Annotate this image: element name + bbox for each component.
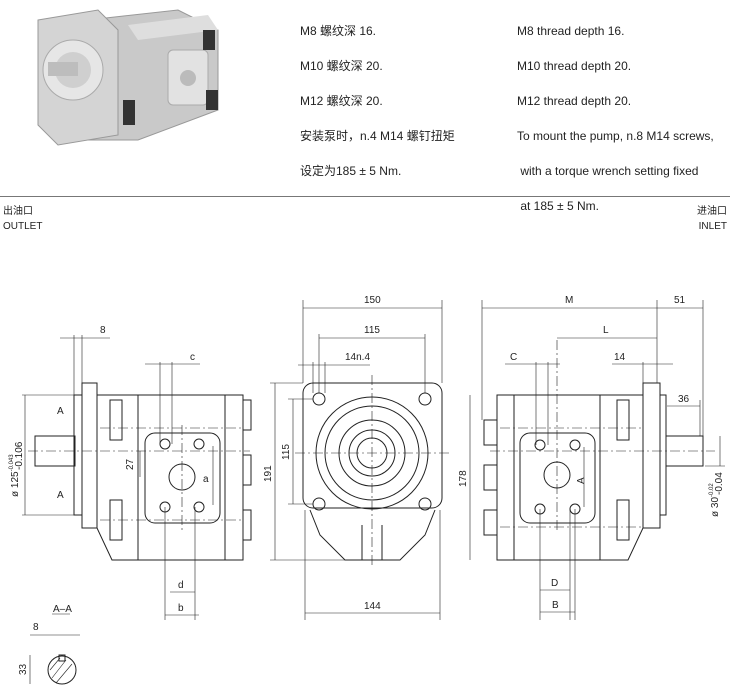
dim-150: 150 xyxy=(364,295,381,306)
shaft-tol-lower: -0.04 xyxy=(714,472,725,495)
front-view: 150 115 14n.4 191 115 144 xyxy=(263,295,450,620)
dim-A: A xyxy=(576,477,587,484)
shaft-tol-upper: -0.02 xyxy=(709,483,715,497)
divider xyxy=(0,196,730,197)
note-line: M8 thread depth 16. xyxy=(517,23,625,38)
note-line: with a torque wrench setting fixed xyxy=(517,163,699,178)
notes-english: M8 thread depth 16. M10 thread depth 20.… xyxy=(517,5,714,233)
dim-27: 27 xyxy=(125,458,136,470)
notes-chinese: M8 螺纹深 16. M10 螺纹深 20. M12 螺纹深 20. 安装泵时，… xyxy=(300,5,455,198)
note-line: at 185 ± 5 Nm. xyxy=(517,198,599,213)
note-line: M12 thread depth 20. xyxy=(517,93,632,108)
dim-36: 36 xyxy=(678,394,690,405)
section-title: A–A xyxy=(53,604,72,615)
dim-14: 14 xyxy=(614,352,626,363)
dim-d: d xyxy=(178,580,184,591)
dim-115-vertical: 115 xyxy=(281,444,292,460)
dim-51: 51 xyxy=(674,295,686,306)
pilot-tol-upper: -0.043 xyxy=(9,454,15,472)
dim-pilot-diameter: ø 125-0.043 xyxy=(9,454,21,497)
outlet-cn: 出油口 xyxy=(3,206,33,217)
inlet-en: INLET xyxy=(698,221,727,232)
note-line: M12 螺纹深 20. xyxy=(300,93,383,108)
note-line: 安装泵时，n.4 M14 螺钉扭矩 xyxy=(300,128,455,143)
dim-L: L xyxy=(603,325,609,336)
dim-115-horizontal: 115 xyxy=(364,325,380,336)
section-mark-bottom: A xyxy=(57,490,64,501)
dim-a: a xyxy=(203,474,209,485)
dim-c: c xyxy=(190,352,195,363)
dim-178: 178 xyxy=(458,470,469,487)
note-line: M10 thread depth 20. xyxy=(517,58,632,73)
dim-B: B xyxy=(552,600,559,611)
note-line: To mount the pump, n.8 M14 screws, xyxy=(517,128,714,143)
note-line: M10 螺纹深 20. xyxy=(300,58,383,73)
dim-flange-thickness: 8 xyxy=(100,325,106,336)
dim-b: b xyxy=(178,603,184,614)
note-line: 设定为185 ± 5 Nm. xyxy=(300,163,402,178)
inlet-cn: 进油口 xyxy=(697,206,727,217)
inlet-label: 进油口 INLET xyxy=(697,204,727,234)
left-view: 8 c d b a 27 ø 125-0.043 -0.106 A A xyxy=(9,325,252,620)
dim-144: 144 xyxy=(364,601,381,612)
dim-shaft-diameter: ø 30-0.02 xyxy=(709,483,721,517)
pump-3d-render xyxy=(28,0,228,150)
pilot-dia-value: ø 125 xyxy=(10,471,21,497)
pilot-tol-lower: -0.106 xyxy=(14,441,25,470)
dim-key-width: 8 xyxy=(33,622,39,633)
dim-key-height: 33 xyxy=(18,663,29,675)
note-line: M8 螺纹深 16. xyxy=(300,23,377,38)
outlet-en: OUTLET xyxy=(3,221,43,232)
outlet-label: 出油口 OUTLET xyxy=(3,204,42,234)
dim-M: M xyxy=(565,295,573,306)
dim-C: C xyxy=(510,352,517,363)
right-view: M 51 L C 14 36 178 A D B ø 30-0.02 -0.04 xyxy=(458,295,725,620)
shaft-dia-value: ø 30 xyxy=(710,497,721,517)
section-mark-top: A xyxy=(57,406,64,417)
dim-191: 191 xyxy=(263,465,274,482)
section-a-a: A–A 8 33 xyxy=(18,604,80,685)
dim-D: D xyxy=(551,578,558,589)
dim-hole: 14n.4 xyxy=(345,352,370,363)
